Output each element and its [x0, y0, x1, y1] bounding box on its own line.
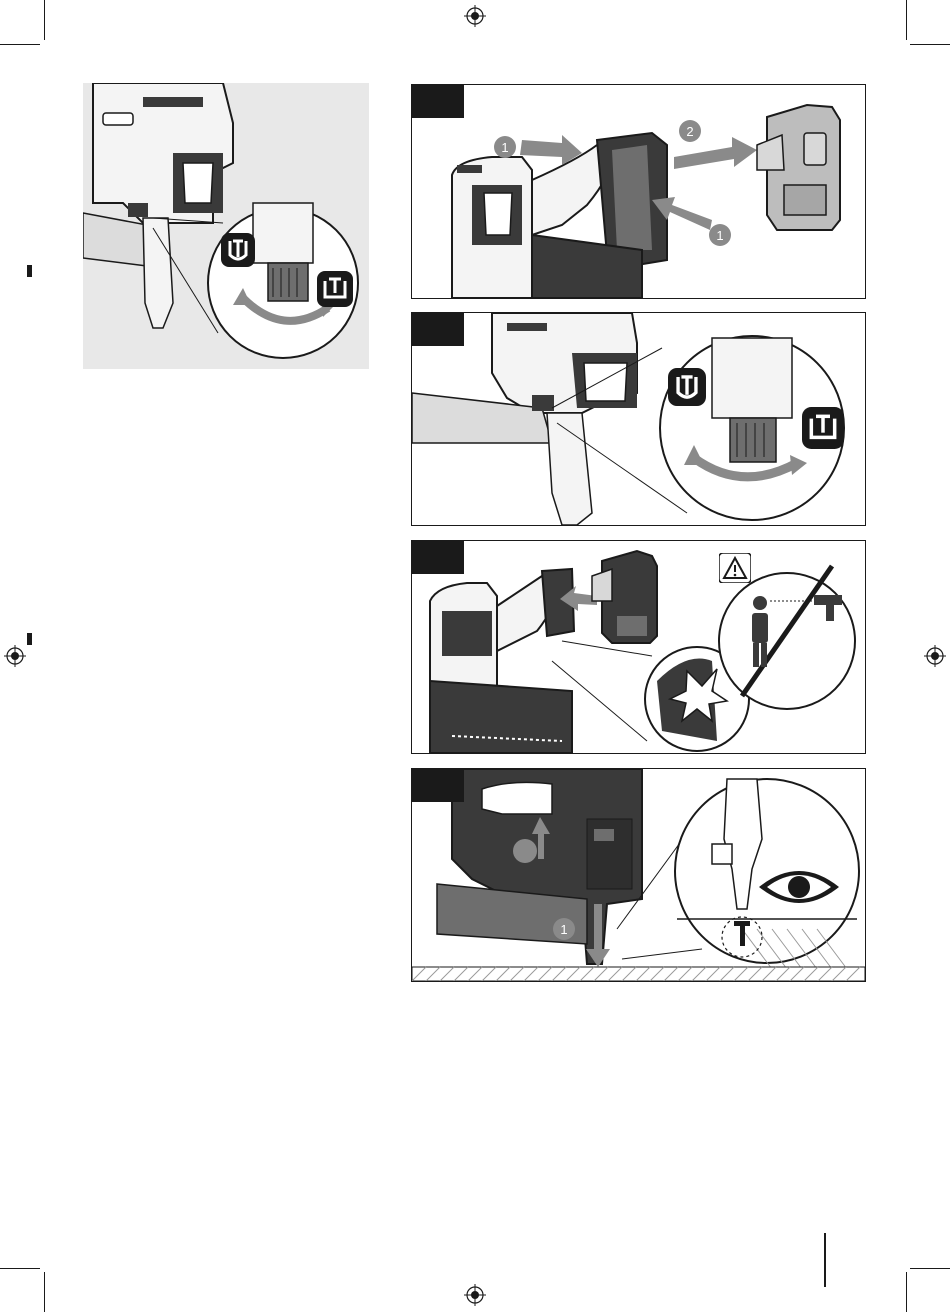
mode-selector-illustration [83, 83, 369, 369]
step-label: 1 [560, 922, 567, 937]
figure-battery-insert-warning [411, 540, 866, 754]
crop-mark-bottom-right-v [906, 1272, 907, 1312]
single-shot-mode-icon [317, 271, 353, 307]
figure-battery-removal: 1 2 1 [411, 84, 866, 299]
crop-mark-bottom-right-h [910, 1268, 950, 1269]
page-number-rule [824, 1233, 826, 1287]
figure-tab [412, 769, 464, 802]
registration-mark-left [4, 645, 26, 667]
eye-icon [757, 865, 841, 909]
step-circle: 2 [679, 120, 701, 142]
step-label: 2 [686, 124, 693, 139]
registration-mark-top [464, 5, 486, 27]
step-label: 1 [501, 140, 508, 155]
sequential-trigger-mode-icon [221, 233, 255, 267]
crop-mark-top-left-v [44, 0, 45, 40]
margin-marker [27, 265, 32, 277]
step-circle: 1 [553, 918, 575, 940]
margin-marker [27, 633, 32, 645]
sequential-trigger-mode-icon [668, 368, 706, 406]
crop-mark-top-right-v [906, 0, 907, 40]
figure-tab [412, 313, 464, 346]
single-shot-mode-icon [802, 407, 844, 449]
step-circle: 1 [494, 136, 516, 158]
figure-tab [412, 541, 464, 574]
figure-mode-dial [411, 312, 866, 526]
crop-mark-top-left-h [0, 44, 40, 45]
warning-icon [719, 553, 751, 583]
no-person-with-tool-icon [742, 591, 852, 671]
registration-mark-right [924, 645, 946, 667]
crop-mark-bottom-left-h [0, 1268, 40, 1269]
step-label: 1 [716, 228, 723, 243]
step-circle: 1 [709, 224, 731, 246]
crop-mark-bottom-left-v [44, 1272, 45, 1312]
registration-mark-bottom [464, 1284, 486, 1306]
figure-firing-check: 1 [411, 768, 866, 982]
crop-mark-top-right-h [910, 44, 950, 45]
figure-tab [412, 85, 464, 118]
